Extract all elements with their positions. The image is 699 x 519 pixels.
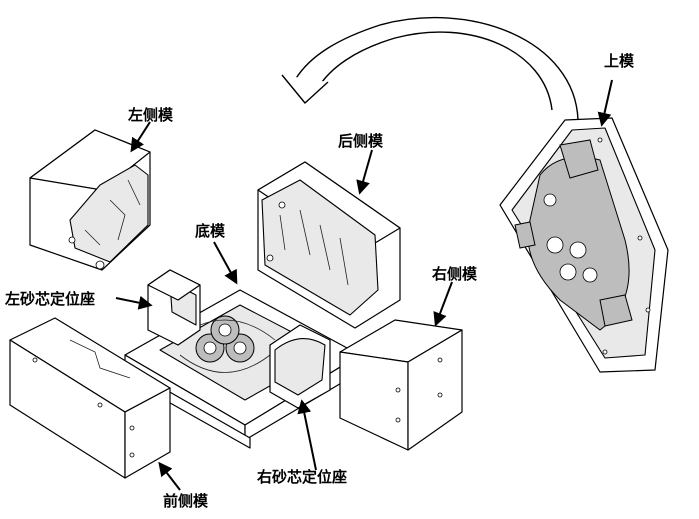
rear-side-mold-label: 后侧模 [338, 132, 384, 150]
left-core-seat-leader [115, 295, 153, 310]
left-side-mold-leader [130, 121, 151, 153]
left-core-seat-label: 左砂芯定位座 [5, 290, 96, 308]
flip-arrow [281, 17, 579, 121]
left-side-mold-label: 左侧模 [128, 106, 174, 124]
right-core-seat-leader [297, 399, 317, 471]
front-side-mold-label: 前侧模 [163, 492, 209, 510]
rear-side-mold-part [257, 161, 401, 329]
upper-mold-part [499, 117, 669, 373]
left-core-seat-part [147, 269, 201, 346]
upper-mold-label: 上模 [604, 52, 635, 70]
front-side-mold-leader [158, 461, 181, 491]
left-side-mold-part [29, 129, 151, 271]
bottom-mold-leader [213, 241, 238, 285]
right-core-seat-label: 右砂芯定位座 [257, 468, 348, 486]
bottom-mold-label: 底模 [195, 222, 226, 240]
rear-side-mold-leader [356, 149, 373, 195]
right-side-mold-leader [433, 281, 453, 327]
right-side-mold-part [339, 319, 463, 451]
right-core-seat-part [269, 324, 331, 409]
front-side-mold-part [9, 317, 171, 479]
upper-mold-leader [597, 79, 613, 127]
right-side-mold-label: 右侧模 [432, 265, 478, 283]
